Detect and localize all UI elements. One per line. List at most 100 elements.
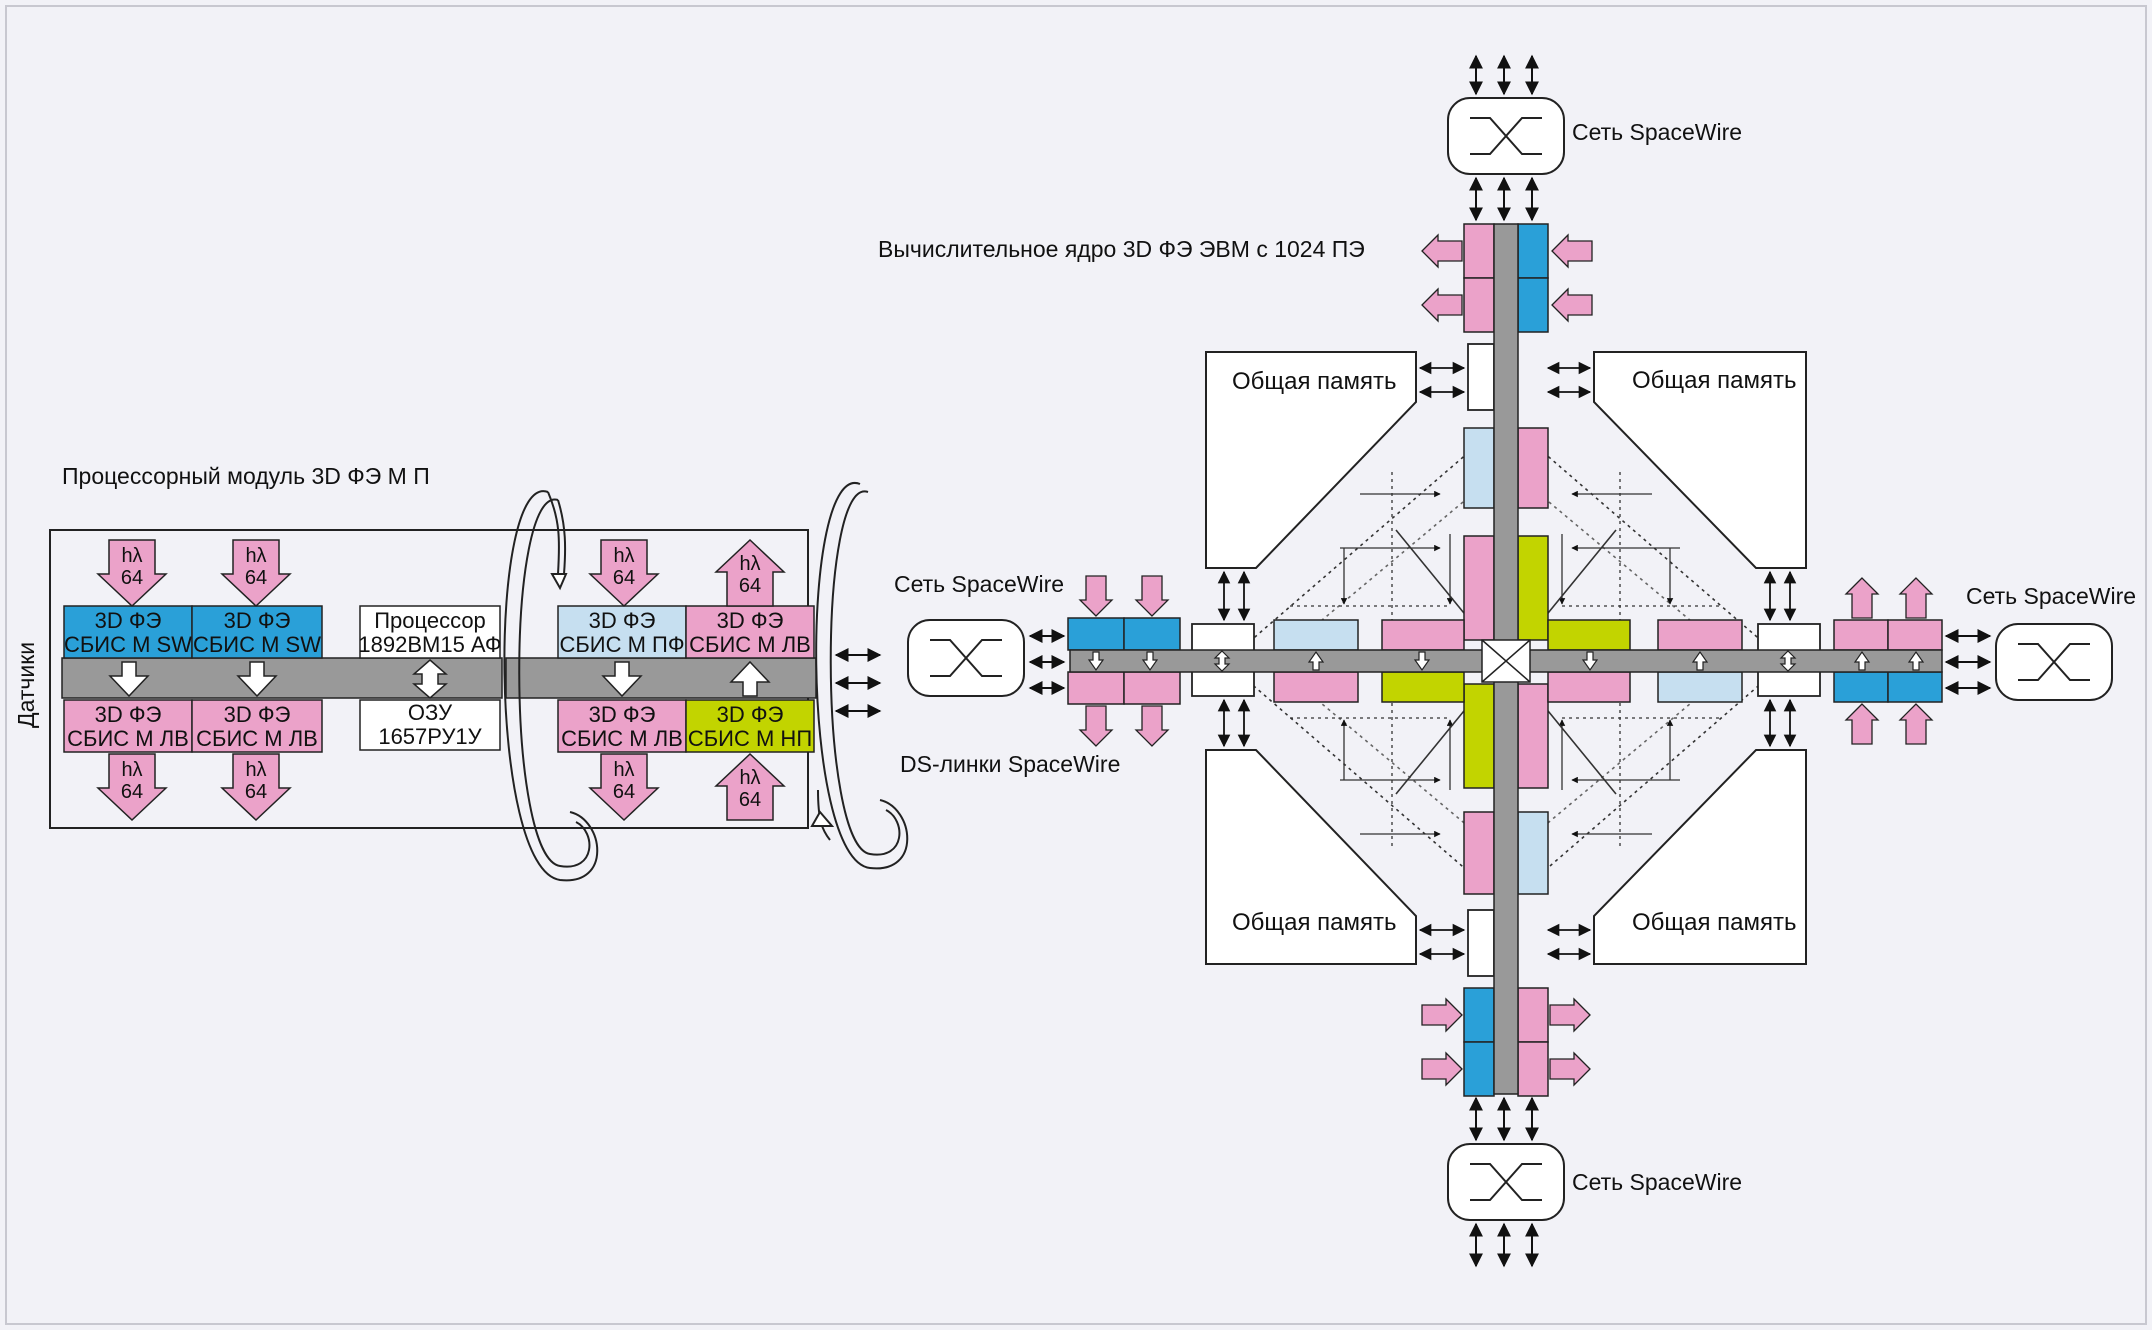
hl-symbol: hλ [121,759,142,781]
spacewire-right-label: Сеть SpaceWire [1966,583,2136,609]
hl-count: 64 [245,781,267,803]
processing-element-block [1657,619,1743,651]
router-box-bottom [1467,909,1495,977]
pink-block-arrow-icon [1898,703,1934,745]
vlsi-lv-block-2: 3D ФЭ СБИС М ЛВ [191,699,323,753]
block-line1: 3D ФЭ [717,608,784,633]
memory-links [1217,361,1797,961]
white-block-arrow-icon [236,661,278,698]
processing-element-block [1887,619,1943,651]
crossbar-switch-icon [1995,623,2113,701]
shared-memory-top-right: Общая память [1593,351,1807,569]
pink-block-arrow-icon [1549,997,1591,1033]
hl-symbol: hλ [739,767,760,789]
pink-block-arrow-icon [1421,997,1463,1033]
module-bus-arrows [108,660,771,698]
sensors-label: Датчики [13,642,39,728]
processing-element-block [1067,617,1125,651]
hl-count: 64 [739,575,761,597]
hl-count: 64 [739,789,761,811]
spacewire-top-label: Сеть SpaceWire [1572,119,1742,145]
crossbar-switch-icon [907,619,1025,697]
hl-symbol: hλ [245,759,266,781]
bus-crossing-x [1481,639,1531,683]
processing-element-block [1463,811,1495,895]
processing-element-block [1517,535,1549,641]
processing-element-block [1463,277,1495,333]
processing-element-block [1517,427,1549,509]
processing-element-block [1517,1041,1549,1097]
processing-element-block [1273,671,1359,703]
hl-count: 64 [121,781,143,803]
block-line2: СБИС М ЛВ [689,632,811,657]
core-bus-arrows [1087,650,1925,672]
vlsi-lv-block-4: 3D ФЭ СБИС М ЛВ [557,699,687,753]
block-line1: 3D ФЭ [589,702,656,727]
white-block-arrow-icon [1907,650,1925,671]
hl-count: 64 [121,567,143,589]
circular-loop-arrow-icon [503,490,599,882]
pink-block-arrow-icon [1898,577,1934,619]
core-interconnect-lines [1290,472,1720,850]
module-bus-right [505,657,817,699]
pink-block-arrow-icon [1421,287,1463,323]
spacewire-bottom-label: Сеть SpaceWire [1572,1169,1742,1195]
vlsi-lv-block-3: 3D ФЭ СБИС М ЛВ [685,605,815,659]
hl-count: 64 [245,567,267,589]
white-block-arrow-icon [1141,651,1159,672]
hl-count: 64 [613,567,635,589]
shared-memory-label: Общая память [1232,909,1397,936]
processing-element-block [1547,619,1631,651]
processing-element-block [1547,671,1631,703]
ram-line2: 1657РУ1У [378,724,482,749]
block-line2: СБИС М SW [193,632,321,657]
block-line1: 3D ФЭ [95,608,162,633]
processor-line2: 1892ВМ15 АФ [358,632,501,657]
white-block-arrow-icon [1691,650,1709,671]
processing-element-block [1123,617,1181,651]
processing-element-block [1463,535,1495,641]
processing-element-block [1381,671,1465,703]
shared-memory-top-left: Общая память [1205,351,1417,569]
shared-memory-label: Общая память [1632,367,1797,394]
shared-memory-bottom-right: Общая память [1593,749,1807,965]
processing-element-block [1833,619,1889,651]
vlsi-np-block: 3D ФЭ СБИС М НП [685,699,815,753]
processing-element-block [1887,671,1943,703]
ram-line1: ОЗУ [408,700,453,725]
white-block-arrow-icon [108,661,150,698]
pink-block-arrow-icon [1844,577,1880,619]
router-box-top [1467,343,1495,411]
hl-symbol: hλ [121,545,142,567]
crossbar-switch-icon [1447,1143,1565,1221]
spacewire-right-links [1944,629,1992,695]
spacewire-bottom-links [1469,1096,1539,1268]
vlsi-sw-block-1: 3D ФЭ СБИС М SW [63,605,193,659]
processor-block: Процессор 1892ВМ15 АФ [358,605,502,659]
hl-count: 64 [613,781,635,803]
spacewire-left-links [1028,629,1066,695]
block-line2: СБИС М ЛВ [561,726,683,751]
vlsi-sw-block-2: 3D ФЭ СБИС М SW [191,605,323,659]
block-line1: 3D ФЭ [589,608,656,633]
processing-element-block [1657,671,1743,703]
pink-block-arrow-icon [1134,705,1170,747]
processing-element-block [1517,987,1549,1043]
bidirectional-arrow-icon [412,659,448,699]
pink-block-arrow-icon [1078,705,1114,747]
ram-block: ОЗУ 1657РУ1У [359,699,501,751]
pink-block-arrow-icon [1551,233,1593,269]
processing-element-block [1833,671,1889,703]
core-buses [1069,223,1943,1095]
block-line1: 3D ФЭ [95,702,162,727]
pink-block-arrow-icon [1549,1051,1591,1087]
hl-symbol: hλ [613,759,634,781]
bidirectional-arrow-icon [1779,650,1797,672]
processing-element-block [1273,619,1359,651]
module-title: Процессорный модуль 3D ФЭ М П [62,463,430,489]
processing-element-block [1517,277,1549,333]
